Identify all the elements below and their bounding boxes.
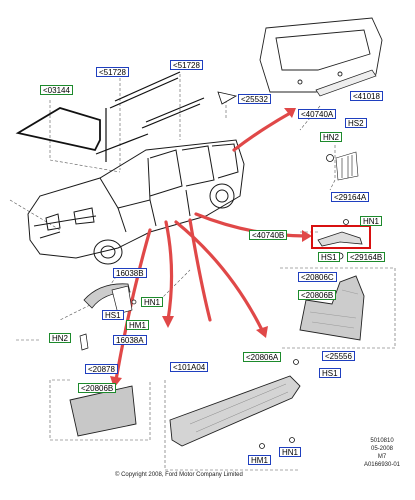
part-label-40740b[interactable]: <40740B — [249, 230, 288, 240]
mirror-trim-part — [217, 91, 238, 105]
part-label-hs1-right[interactable]: HS1 — [318, 252, 340, 262]
screw-part — [131, 299, 137, 305]
part-label-20878[interactable]: <20878 — [85, 364, 118, 374]
part-label-25556[interactable]: <25556 — [322, 351, 355, 361]
part-label-29164b[interactable]: <29164B — [347, 252, 386, 262]
ref-code-2: 05-2008 — [370, 446, 394, 452]
part-label-25532[interactable]: <25532 — [238, 94, 271, 104]
part-label-51728b[interactable]: <51728 — [170, 60, 203, 70]
vehicle-body — [27, 139, 245, 259]
part-label-41018[interactable]: <41018 — [350, 91, 383, 101]
part-label-hn1-mid[interactable]: HN1 — [141, 297, 164, 307]
clip-part — [326, 154, 334, 162]
screw-bottom-part-3 — [293, 359, 299, 365]
part-label-hs2[interactable]: HS2 — [345, 118, 367, 128]
part-label-40740a[interactable]: <40740A — [298, 109, 337, 119]
ref-code-4: A0166930-01 — [363, 462, 401, 468]
ref-code-3: M7 — [377, 454, 387, 460]
dashed-leaders — [9, 74, 396, 471]
part-label-20806a[interactable]: <20806A — [243, 352, 282, 362]
part-label-hn2-left[interactable]: HN2 — [49, 333, 72, 343]
clip-left-part — [79, 333, 89, 351]
emblem-part — [335, 151, 359, 181]
quarter-moulding — [299, 275, 365, 341]
screw-bottom-part-2 — [289, 437, 295, 443]
part-label-hn1-right[interactable]: HN1 — [360, 216, 383, 226]
arch-bracket — [111, 285, 133, 315]
part-label-20806b-right[interactable]: <20806B — [298, 290, 337, 300]
part-label-hs1-bottom[interactable]: HS1 — [319, 368, 341, 378]
vehicle-wheels — [93, 183, 235, 265]
rocker-texture — [189, 383, 289, 433]
liftgate — [259, 17, 383, 93]
copyright-text: © Copyright 2008, Ford Motor Company Lim… — [115, 472, 243, 478]
windshield-glass — [15, 107, 101, 152]
ref-code-1: 5010810 — [370, 438, 394, 444]
rear-moulding-part — [317, 231, 363, 247]
screw-bottom-part — [259, 443, 265, 449]
part-label-20806b-left[interactable]: <20806B — [78, 383, 117, 393]
part-label-16038a[interactable]: 16038A — [113, 335, 147, 345]
part-label-51728a[interactable]: <51728 — [96, 67, 129, 77]
quarter-moulding-texture — [309, 289, 359, 329]
part-label-hn2-top[interactable]: HN2 — [320, 132, 343, 142]
part-label-29164a[interactable]: <29164A — [331, 192, 370, 202]
part-label-hm1-bottom[interactable]: HM1 — [248, 455, 271, 465]
red-arrowheads — [110, 108, 312, 388]
highlight-box — [311, 225, 371, 249]
rocker-moulding — [169, 375, 301, 447]
part-label-hm1-mid[interactable]: HM1 — [126, 320, 149, 330]
part-label-16038b[interactable]: 16038B — [113, 268, 147, 278]
part-label-101a04[interactable]: <101A04 — [170, 362, 209, 372]
glass-run-channels — [95, 71, 205, 162]
part-label-hs1-mid[interactable]: HS1 — [102, 310, 124, 320]
liftgate-trim-strip — [315, 69, 377, 97]
rivet-part — [343, 219, 349, 225]
part-label-03144[interactable]: <03144 — [40, 85, 73, 95]
red-arrows — [114, 110, 308, 382]
part-label-20806c[interactable]: <20806C — [298, 272, 337, 282]
part-label-hn1-bottom[interactable]: HN1 — [279, 447, 302, 457]
